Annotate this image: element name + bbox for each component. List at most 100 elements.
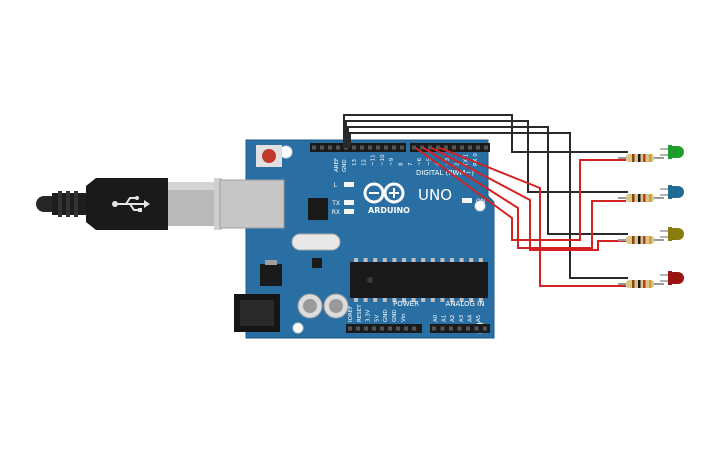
ground-wire-red[interactable] (349, 132, 628, 279)
analog-pin-label: A4 (467, 314, 473, 322)
on-label: ON (476, 198, 485, 205)
led-rx-indicator (344, 209, 354, 214)
header-hole[interactable] (412, 326, 416, 331)
led-green[interactable] (660, 145, 684, 159)
ground-wire-yellow[interactable] (347, 126, 628, 235)
model-label: UNO (418, 186, 452, 204)
header-hole[interactable] (468, 145, 472, 150)
header-hole[interactable] (412, 145, 416, 150)
header-hole[interactable] (400, 145, 404, 150)
usb-b-socket[interactable] (219, 179, 285, 229)
usb-cable[interactable] (36, 178, 222, 230)
header-hole[interactable] (484, 145, 488, 150)
wires (343, 114, 628, 287)
led-red[interactable] (660, 271, 684, 285)
analog-pin-label: A2 (450, 315, 456, 322)
header-hole[interactable] (483, 326, 487, 331)
header-hole[interactable] (444, 145, 448, 150)
header-hole[interactable] (457, 326, 462, 331)
analog-pin-label: A0 (433, 314, 439, 322)
digital-pin-label: 7 (408, 162, 414, 166)
digital-pin-label: ~11 (371, 154, 377, 166)
header-hole[interactable] (368, 145, 372, 150)
power-pin-label: RESET (357, 304, 363, 322)
header-hole[interactable] (372, 326, 376, 331)
arduino-board[interactable]: L TX RX ON ARDUINO UNO DIGITAL (PWM~) PO… (219, 139, 495, 339)
arduino-logo (363, 182, 405, 204)
usb-trident-icon (112, 196, 150, 212)
header-hole[interactable] (476, 145, 480, 150)
digital-pin-label: 8 (399, 162, 405, 166)
digital-pin-label: 12 (361, 159, 367, 166)
header-hole[interactable] (440, 326, 445, 331)
header-hole[interactable] (312, 145, 316, 150)
ground-wire-blue[interactable] (345, 120, 628, 193)
pin-label: AREF (334, 158, 340, 172)
header-hole[interactable] (404, 326, 408, 331)
header-hole[interactable] (449, 326, 453, 331)
power-pin-label: GND (383, 309, 389, 322)
led-tx-label: TX (331, 200, 340, 207)
resistor[interactable] (618, 194, 664, 202)
signal-wire-red[interactable] (439, 147, 626, 287)
header-hole[interactable] (320, 145, 324, 150)
header-hole[interactable] (328, 145, 332, 150)
power-header-label: POWER (393, 300, 419, 308)
resistor[interactable] (618, 280, 664, 288)
header-hole[interactable] (380, 326, 384, 331)
analog-pin-label: A5 (476, 314, 482, 322)
digital-pin-label: 2 (454, 163, 460, 167)
header-hole[interactable] (436, 145, 440, 150)
header-top-right[interactable] (410, 143, 490, 152)
led-tx-indicator (344, 200, 354, 205)
header-hole[interactable] (420, 145, 424, 150)
led-yellow[interactable] (660, 227, 684, 241)
header-hole[interactable] (466, 326, 470, 331)
analog-pin-label: A1 (442, 315, 448, 322)
reset-button[interactable] (256, 145, 282, 167)
header-hole[interactable] (428, 145, 432, 150)
digital-pin-label: RX 0 (473, 153, 479, 166)
header-hole[interactable] (432, 326, 436, 331)
signal-wire-green[interactable] (415, 147, 626, 241)
header-hole[interactable] (452, 145, 456, 150)
led-rx-label: RX (332, 209, 340, 216)
header-hole[interactable] (356, 326, 360, 331)
digital-pin-label: ~10 (380, 154, 386, 166)
header-hole[interactable] (376, 145, 380, 150)
header-top-left[interactable] (310, 143, 406, 152)
power-pin-label: 5V (374, 315, 380, 322)
signal-wire-yellow[interactable] (431, 147, 626, 251)
signal-wire-blue[interactable] (423, 147, 626, 249)
resistor[interactable] (618, 236, 664, 244)
power-pin-label: GND (392, 309, 398, 322)
led-blue[interactable] (660, 185, 684, 199)
digital-pin-label: 13 (352, 159, 358, 166)
analog-pin-label: A3 (459, 314, 465, 322)
led-l-label: L (334, 182, 338, 189)
header-hole[interactable] (336, 145, 340, 150)
header-hole[interactable] (352, 145, 356, 150)
resistor[interactable] (618, 154, 664, 162)
led-on-indicator (462, 198, 472, 203)
pin-label: GND (342, 159, 348, 172)
header-hole[interactable] (360, 145, 364, 150)
power-pin-label: Vin (401, 313, 407, 322)
header-hole[interactable] (388, 326, 392, 331)
header-hole[interactable] (364, 326, 368, 331)
ground-wire-green[interactable] (343, 114, 628, 153)
digital-pin-label: ~9 (389, 157, 395, 166)
header-hole[interactable] (384, 145, 388, 150)
header-hole[interactable] (474, 326, 479, 331)
header-hole[interactable] (396, 326, 400, 331)
brand-label: ARDUINO (368, 206, 410, 215)
analog-header-label: ANALOG IN (446, 300, 485, 308)
power-pin-label: 3.3V (366, 309, 372, 322)
header-hole[interactable] (392, 145, 396, 150)
header-hole[interactable] (460, 145, 464, 150)
digital-pin-label: ~6 (417, 157, 423, 166)
digital-pin-label: ~5 (426, 157, 432, 166)
digital-pin-label: TX 1 (464, 154, 470, 167)
header-hole[interactable] (348, 326, 352, 331)
